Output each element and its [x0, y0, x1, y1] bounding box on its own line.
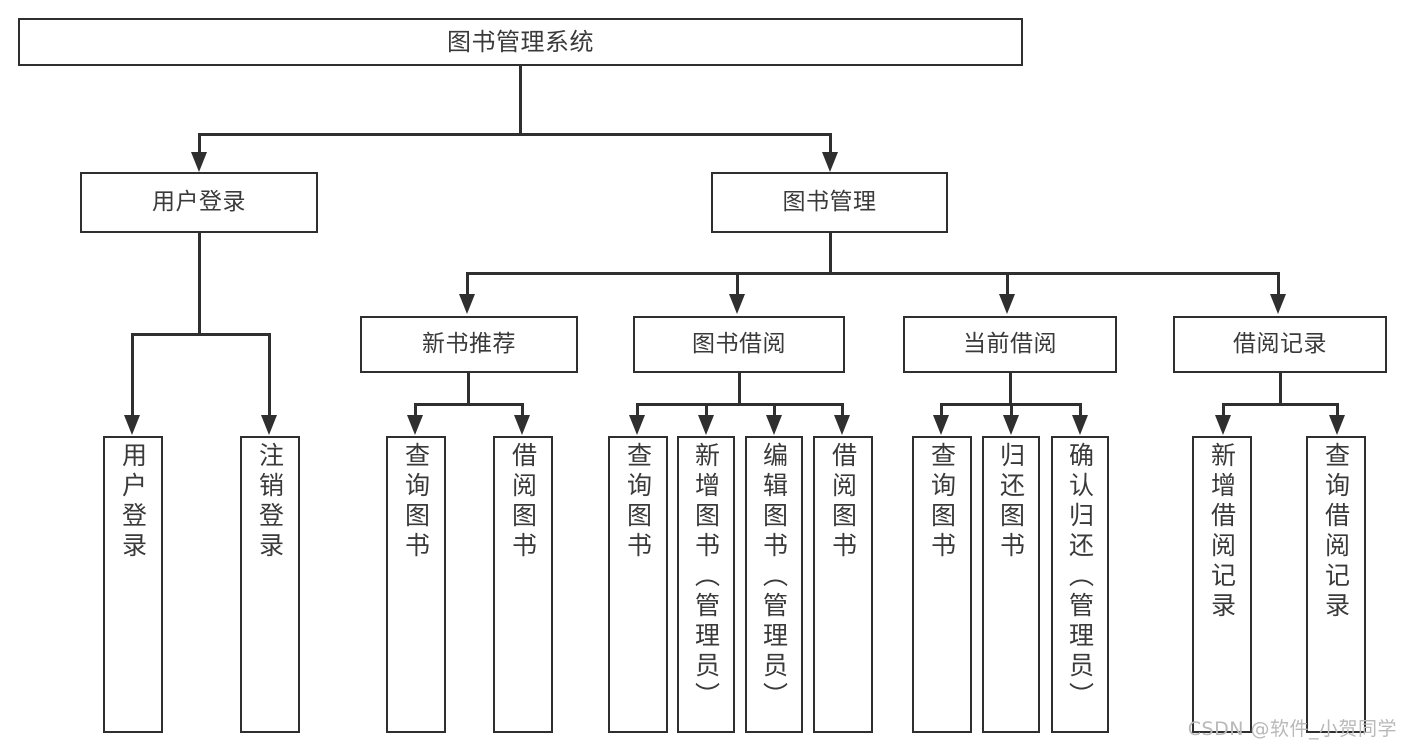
arrowhead-to-current-borrow: [999, 294, 1015, 314]
node-label: 编辑图书（管理员）: [759, 442, 789, 712]
arrowhead-to-book-borrow: [729, 294, 745, 314]
leaf-cb-query-book[interactable]: 查询图书: [912, 436, 972, 733]
connector-br-drop-2: [1336, 403, 1339, 417]
node-label: 查询图书: [927, 442, 957, 562]
connector-user-login-drop-2: [268, 333, 271, 417]
leaf-br-add-record[interactable]: 新增借阅记录: [1192, 436, 1252, 733]
arrowhead-cb-1: [933, 415, 949, 435]
node-current-borrow[interactable]: 当前借阅: [903, 316, 1117, 373]
connector-br-stem: [1279, 373, 1282, 405]
connector-bm-drop-3: [1006, 272, 1009, 296]
node-label: 当前借阅: [963, 330, 1057, 357]
connector-cb-drop-2: [1010, 403, 1013, 417]
connector-bm-drop-2: [736, 272, 739, 296]
node-label: 图书借阅: [692, 330, 786, 357]
arrowhead-to-leaf-logout: [261, 415, 277, 435]
arrowhead-to-borrow-record: [1270, 294, 1286, 314]
node-label: 查询图书: [623, 442, 653, 562]
leaf-bb-edit-book-admin[interactable]: 编辑图书（管理员）: [745, 436, 803, 733]
connector-bb-drop-4: [841, 403, 844, 417]
arrowhead-br-2: [1329, 415, 1345, 435]
node-book-borrow[interactable]: 图书借阅: [633, 316, 845, 373]
connector-bb-drop-2: [705, 403, 708, 417]
connector-root-left-drop: [198, 133, 201, 154]
node-label: 归还图书: [996, 442, 1026, 562]
arrowhead-bb-1: [629, 415, 645, 435]
connector-root-right-drop: [829, 133, 832, 154]
node-user-login[interactable]: 用户登录: [80, 172, 318, 233]
arrowhead-bb-2: [698, 415, 714, 435]
arrowhead-to-book-management: [822, 152, 838, 172]
leaf-br-query-record[interactable]: 查询借阅记录: [1306, 436, 1366, 733]
leaf-bb-borrow-book[interactable]: 借阅图书: [813, 436, 873, 733]
connector-nbr-drop-1: [414, 403, 417, 417]
node-label: 新增图书（管理员）: [691, 442, 721, 712]
arrowhead-to-leaf-user-login: [124, 415, 140, 435]
node-new-book-recommend[interactable]: 新书推荐: [360, 316, 578, 373]
node-book-management[interactable]: 图书管理: [711, 172, 948, 233]
connector-user-login-stem: [198, 233, 201, 335]
connector-root-stem: [519, 66, 522, 135]
connector-nbr-split: [414, 403, 524, 406]
leaf-cb-return-book[interactable]: 归还图书: [982, 436, 1040, 733]
node-label: 借阅图书: [828, 442, 858, 562]
leaf-cb-confirm-return-admin[interactable]: 确认归还（管理员）: [1051, 436, 1109, 733]
leaf-bb-query-book[interactable]: 查询图书: [608, 436, 668, 733]
leaf-logout-login[interactable]: 注销登录: [240, 436, 300, 733]
node-borrow-record[interactable]: 借阅记录: [1173, 316, 1387, 373]
leaf-user-login[interactable]: 用户登录: [103, 436, 163, 733]
arrowhead-bb-4: [834, 415, 850, 435]
node-label: 借阅图书: [508, 442, 538, 562]
connector-root-split: [198, 133, 832, 136]
connector-bm-drop-4: [1277, 272, 1280, 296]
arrowhead-to-user-login: [191, 152, 207, 172]
connector-bb-split: [636, 403, 844, 406]
connector-user-login-split: [131, 333, 268, 336]
node-label: 确认归还（管理员）: [1065, 442, 1095, 712]
arrowhead-cb-3: [1072, 415, 1088, 435]
connector-bb-stem: [738, 373, 741, 405]
connector-br-split: [1222, 403, 1339, 406]
node-label: 注销登录: [255, 442, 285, 562]
connector-bm-drop-1: [466, 272, 469, 296]
connector-book-management-split: [466, 272, 1280, 275]
arrowhead-bb-3: [766, 415, 782, 435]
connector-bb-drop-3: [773, 403, 776, 417]
connector-nbr-drop-2: [521, 403, 524, 417]
node-label: 新增借阅记录: [1207, 442, 1237, 622]
watermark: CSDN @软件_小贺同学: [1187, 718, 1397, 740]
arrowhead-nbr-1: [407, 415, 423, 435]
node-label: 新书推荐: [422, 330, 516, 357]
arrowhead-to-new-book-recommend: [459, 294, 475, 314]
connector-cb-stem: [1009, 373, 1012, 405]
connector-cb-drop-1: [940, 403, 943, 417]
leaf-nbr-query-book[interactable]: 查询图书: [386, 436, 446, 733]
node-label: 查询图书: [401, 442, 431, 562]
arrowhead-nbr-2: [514, 415, 530, 435]
connector-br-drop-1: [1222, 403, 1225, 417]
node-label: 用户登录: [118, 442, 148, 562]
arrowhead-br-1: [1215, 415, 1231, 435]
connector-book-management-stem: [829, 233, 832, 275]
node-label: 图书管理系统: [447, 27, 594, 56]
node-label: 用户登录: [152, 188, 246, 215]
connector-bb-drop-1: [636, 403, 639, 417]
arrowhead-cb-2: [1003, 415, 1019, 435]
node-label: 图书管理: [782, 188, 877, 215]
connector-nbr-stem: [467, 373, 470, 405]
node-label: 借阅记录: [1233, 330, 1327, 357]
connector-cb-drop-3: [1079, 403, 1082, 417]
node-label: 查询借阅记录: [1321, 442, 1351, 622]
leaf-nbr-borrow-book[interactable]: 借阅图书: [493, 436, 553, 733]
leaf-bb-add-book-admin[interactable]: 新增图书（管理员）: [677, 436, 735, 733]
connector-user-login-drop-1: [131, 333, 134, 417]
node-root-book-management-system[interactable]: 图书管理系统: [18, 18, 1023, 66]
